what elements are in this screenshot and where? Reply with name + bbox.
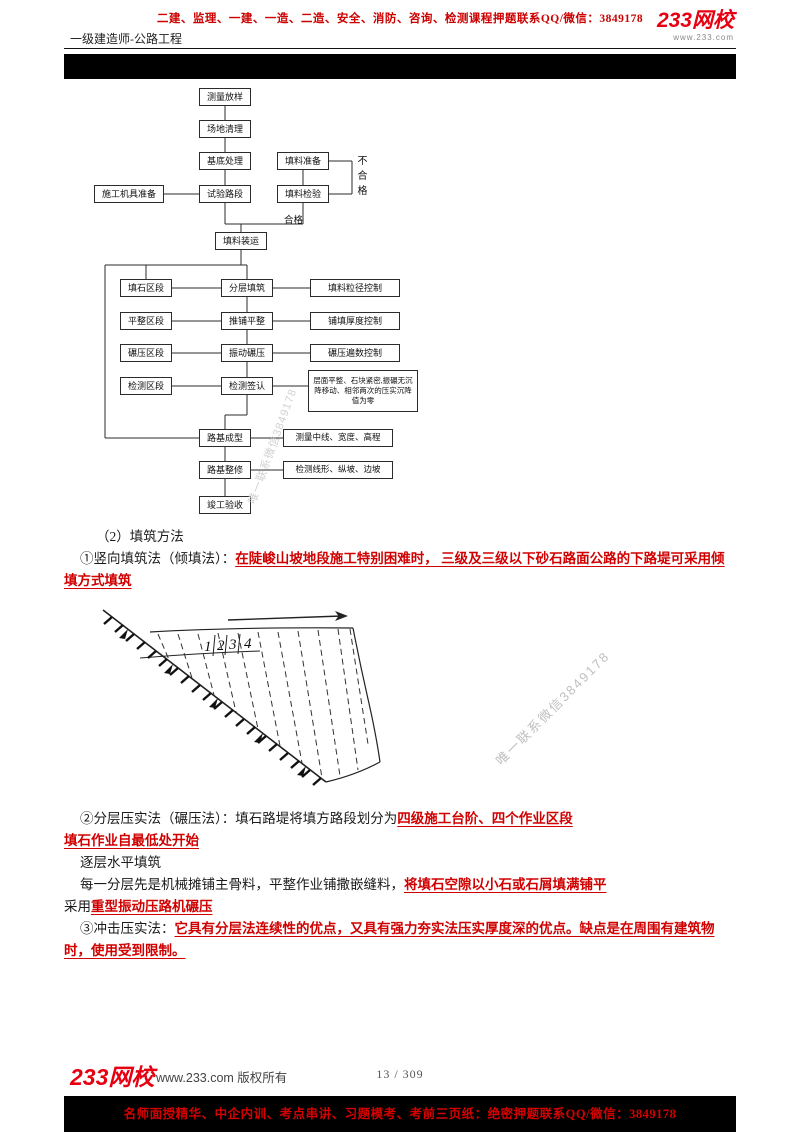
footer-promo-line: 名师面授精华、中企内训、考点串讲、习题模考、考前三页纸：绝密押题联系QQ/微信：… xyxy=(123,1107,677,1121)
flowchart-box-particle-size-control: 填料粒径控制 xyxy=(310,279,400,297)
construction-process-flowchart: 测量放样 场地清理 基底处理 填料准备 施工机具准备 试验路段 填料检验 不合格… xyxy=(64,80,736,532)
flowchart-box-material-prep: 填料准备 xyxy=(277,152,329,170)
flowchart-connectors xyxy=(104,106,353,496)
flowchart-box-measure-note: 测量中线、宽度、高程 xyxy=(283,429,393,447)
p5-plain-text: 每一分层先是机械摊铺主骨料，平整作业铺撒嵌缝料， xyxy=(80,877,404,892)
stage-number-3: 3 xyxy=(228,637,237,653)
paragraph-horizontal-layers: 逐层水平填筑 xyxy=(64,852,736,874)
paragraph-start-lowest: 填石作业自最低处开始 xyxy=(64,830,736,852)
p7-plain-text: ③冲击压实法： xyxy=(80,921,175,936)
brand-logo: 233网校 www.233.com xyxy=(657,10,734,42)
course-title: 一级建造师-公路工程 xyxy=(70,32,182,46)
p1-emphasis-text: 在陡峻山坡地段施工特别困难时， 三级及三级以下砂石路面公路的下路堤可采用倾填方式… xyxy=(64,551,725,588)
flowchart-box-rolling-section: 碾压区段 xyxy=(120,344,172,362)
flowchart-box-testing-signoff: 检测签认 xyxy=(221,377,273,395)
flowchart-box-roadbed-repair: 路基整修 xyxy=(199,461,251,479)
flowchart-box-check-note: 检测线形、纵坡、边坡 xyxy=(283,461,393,479)
flowchart-label-unqualified: 不合格 xyxy=(357,156,368,197)
stage-number-2: 2 xyxy=(217,638,225,654)
flowchart-box-rockfill-section: 填石区段 xyxy=(120,279,172,297)
brand-logo-text: 233网校 xyxy=(656,9,734,32)
flowchart-box-survey: 测量放样 xyxy=(199,88,251,106)
paragraph-layered-compaction: ②分层压实法（碾压法）：填石路堤将填方路段划分为四级施工台阶、四个作业区段 xyxy=(64,808,736,830)
flowchart-box-material-transport: 填料装运 xyxy=(215,232,267,250)
flowchart-box-criteria-note: 层面平整、石块紧密,振碾无沉降移动、相邻两次的压实沉降值为零 xyxy=(308,370,418,412)
p7-emphasis-text: 它具有分层法连续性的优点，又具有强力夯实法压实厚度深的优点。缺点是在周围有建筑物… xyxy=(64,921,715,958)
p1-plain-text: ①竖向填筑法（倾填法）： xyxy=(80,551,236,566)
flowchart-box-layered-filling: 分层填筑 xyxy=(221,279,273,297)
flowchart-box-thickness-control: 铺填厚度控制 xyxy=(310,312,400,330)
footer-copyright: www.233.com 版权所有 xyxy=(156,1071,288,1085)
p2-plain-text: ②分层压实法（碾压法）：填石路堤将填方路段划分为 xyxy=(80,811,398,826)
stage-number-1: 1 xyxy=(204,639,212,655)
flowchart-box-base-treatment: 基底处理 xyxy=(199,152,251,170)
slope-fill-figure: 1 2 3 4 xyxy=(88,604,736,806)
page-number: 13 / 309 xyxy=(376,1067,424,1081)
flowchart-box-vibration-rolling: 振动碾压 xyxy=(221,344,273,362)
page-break-band-bottom xyxy=(64,1096,736,1132)
brand-logo-url: www.233.com xyxy=(673,33,734,42)
flowchart-box-leveling-section: 平整区段 xyxy=(120,312,172,330)
flowchart-box-roadbed-forming: 路基成型 xyxy=(199,429,251,447)
flowchart-box-completion-acceptance: 竣工验收 xyxy=(199,496,251,514)
p3-emphasis-text: 填石作业自最低处开始 xyxy=(64,833,199,848)
flowchart-box-site-clearing: 场地清理 xyxy=(199,120,251,138)
stage-number-4: 4 xyxy=(244,636,252,652)
header-promo-line: 二建、监理、一建、一造、二造、安全、消防、咨询、检测课程押题联系QQ/微信：38… xyxy=(156,13,644,25)
flowchart-box-test-section: 试验路段 xyxy=(199,185,251,203)
p5-emphasis-text: 将填石空隙以小石或石屑填满铺平 xyxy=(404,877,607,892)
flowchart-box-rolling-passes-control: 碾压遍数控制 xyxy=(310,344,400,362)
p6-plain-text: 采用 xyxy=(64,899,91,914)
paragraph-impact-compaction: ③冲击压实法：它具有分层法连续性的优点，又具有强力夯实法压实厚度深的优点。缺点是… xyxy=(64,918,736,962)
flowchart-box-testing-section: 检测区段 xyxy=(120,377,172,395)
section-title: （2）填筑方法 xyxy=(96,529,184,544)
paragraph-vertical-fill-method: ①竖向填筑法（倾填法）：在陡峻山坡地段施工特别困难时， 三级及三级以下砂石路面公… xyxy=(64,548,736,592)
flowchart-label-qualified: 合格 xyxy=(284,216,304,226)
footer-brand-logo: 233网校 xyxy=(70,1064,155,1090)
page-break-band-top xyxy=(64,54,736,79)
flowchart-box-spread-leveling: 推铺平整 xyxy=(221,312,273,330)
header-rule xyxy=(64,48,736,49)
flowchart-box-material-inspection: 填料检验 xyxy=(277,185,329,203)
p2-emphasis-text: 四级施工台阶、四个作业区段 xyxy=(397,811,573,826)
slope-fill-drawing: 1 2 3 4 xyxy=(102,609,381,786)
p4-plain-text: 逐层水平填筑 xyxy=(80,855,161,870)
document-body: （2）填筑方法 ①竖向填筑法（倾填法）：在陡峻山坡地段施工特别困难时， 三级及三… xyxy=(64,526,736,962)
paragraph-layer-procedure: 每一分层先是机械摊铺主骨料，平整作业铺撒嵌缝料，将填石空隙以小石或石屑填满铺平 xyxy=(64,874,736,896)
page-footer: 233网校 www.233.com 版权所有 13 / 309 xyxy=(64,1058,736,1094)
paragraph-heavy-roller: 采用重型振动压路机碾压 xyxy=(64,896,736,918)
flowchart-box-equipment-prep: 施工机具准备 xyxy=(94,185,164,203)
p6-emphasis-text: 重型振动压路机碾压 xyxy=(91,899,213,914)
